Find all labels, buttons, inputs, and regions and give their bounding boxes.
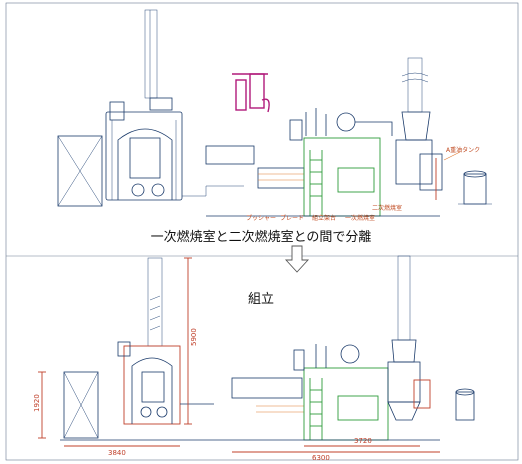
dim-middle-width: 3720	[354, 437, 372, 445]
caption-assemble: 組立	[247, 292, 274, 307]
top-callouts: A重油タンク 二次燃焼室 プッシャー ブレード 組立架台 一次燃焼室	[246, 146, 480, 222]
dim-left-width: 3840	[108, 449, 126, 457]
label-primary-chamber: 一次燃焼室	[345, 214, 375, 222]
label-secondary-chamber: 二次燃焼室	[372, 204, 402, 212]
label-oil-tank: A重油タンク	[446, 146, 480, 154]
label-blade: ブレード	[280, 214, 304, 222]
dimensions: 5900 1920 3840 3720 6300	[33, 257, 440, 462]
top-primary-unit	[57, 9, 244, 207]
bottom-assembled-unit	[60, 255, 475, 441]
caption-separate: 一次燃焼室と二次燃焼室との間で分離	[150, 230, 372, 245]
top-secondary-unit	[205, 57, 492, 217]
down-arrow-icon	[284, 245, 310, 273]
dim-body-height: 1920	[33, 394, 41, 412]
label-pusher: プッシャー	[246, 215, 276, 222]
dim-right-width: 6300	[312, 454, 330, 462]
dim-stack-height: 5900	[190, 328, 198, 346]
label-assembly-frame: 組立架台	[312, 214, 336, 222]
magenta-sketch	[232, 73, 270, 113]
